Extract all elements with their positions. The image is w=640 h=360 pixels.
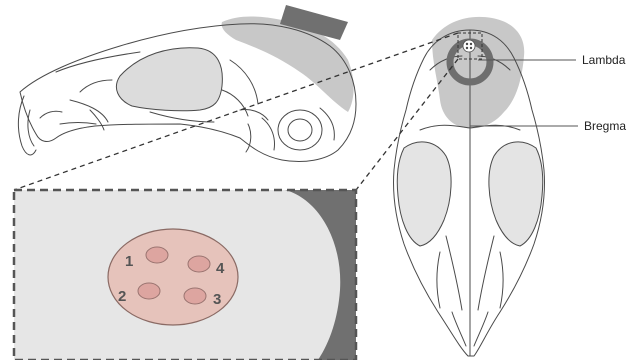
label-bregma: Bregma xyxy=(584,119,626,133)
site-4-number: 4 xyxy=(216,260,225,277)
site-1-number: 1 xyxy=(125,253,133,270)
skull-lateral-icon xyxy=(18,5,356,162)
cement-cap-dorsal xyxy=(432,17,524,129)
site-3 xyxy=(184,288,206,304)
zoom-connector-left xyxy=(14,33,458,190)
orbit-right xyxy=(489,142,543,246)
craniotomy-window xyxy=(108,229,238,325)
orbit-region xyxy=(116,48,222,111)
site-2 xyxy=(138,283,160,299)
label-lambda: Lambda xyxy=(582,53,626,67)
site-4 xyxy=(188,256,210,272)
incisor xyxy=(18,96,36,155)
site-1 xyxy=(146,247,168,263)
site-3-number: 3 xyxy=(213,291,221,308)
tympanic-bulla xyxy=(278,110,322,150)
inset-panel: 1 2 3 4 xyxy=(14,190,356,360)
craniotomy-dorsal xyxy=(463,40,475,52)
orbit-left xyxy=(397,142,451,246)
skull-dorsal-icon xyxy=(393,17,544,356)
site-2-number: 2 xyxy=(118,288,126,305)
